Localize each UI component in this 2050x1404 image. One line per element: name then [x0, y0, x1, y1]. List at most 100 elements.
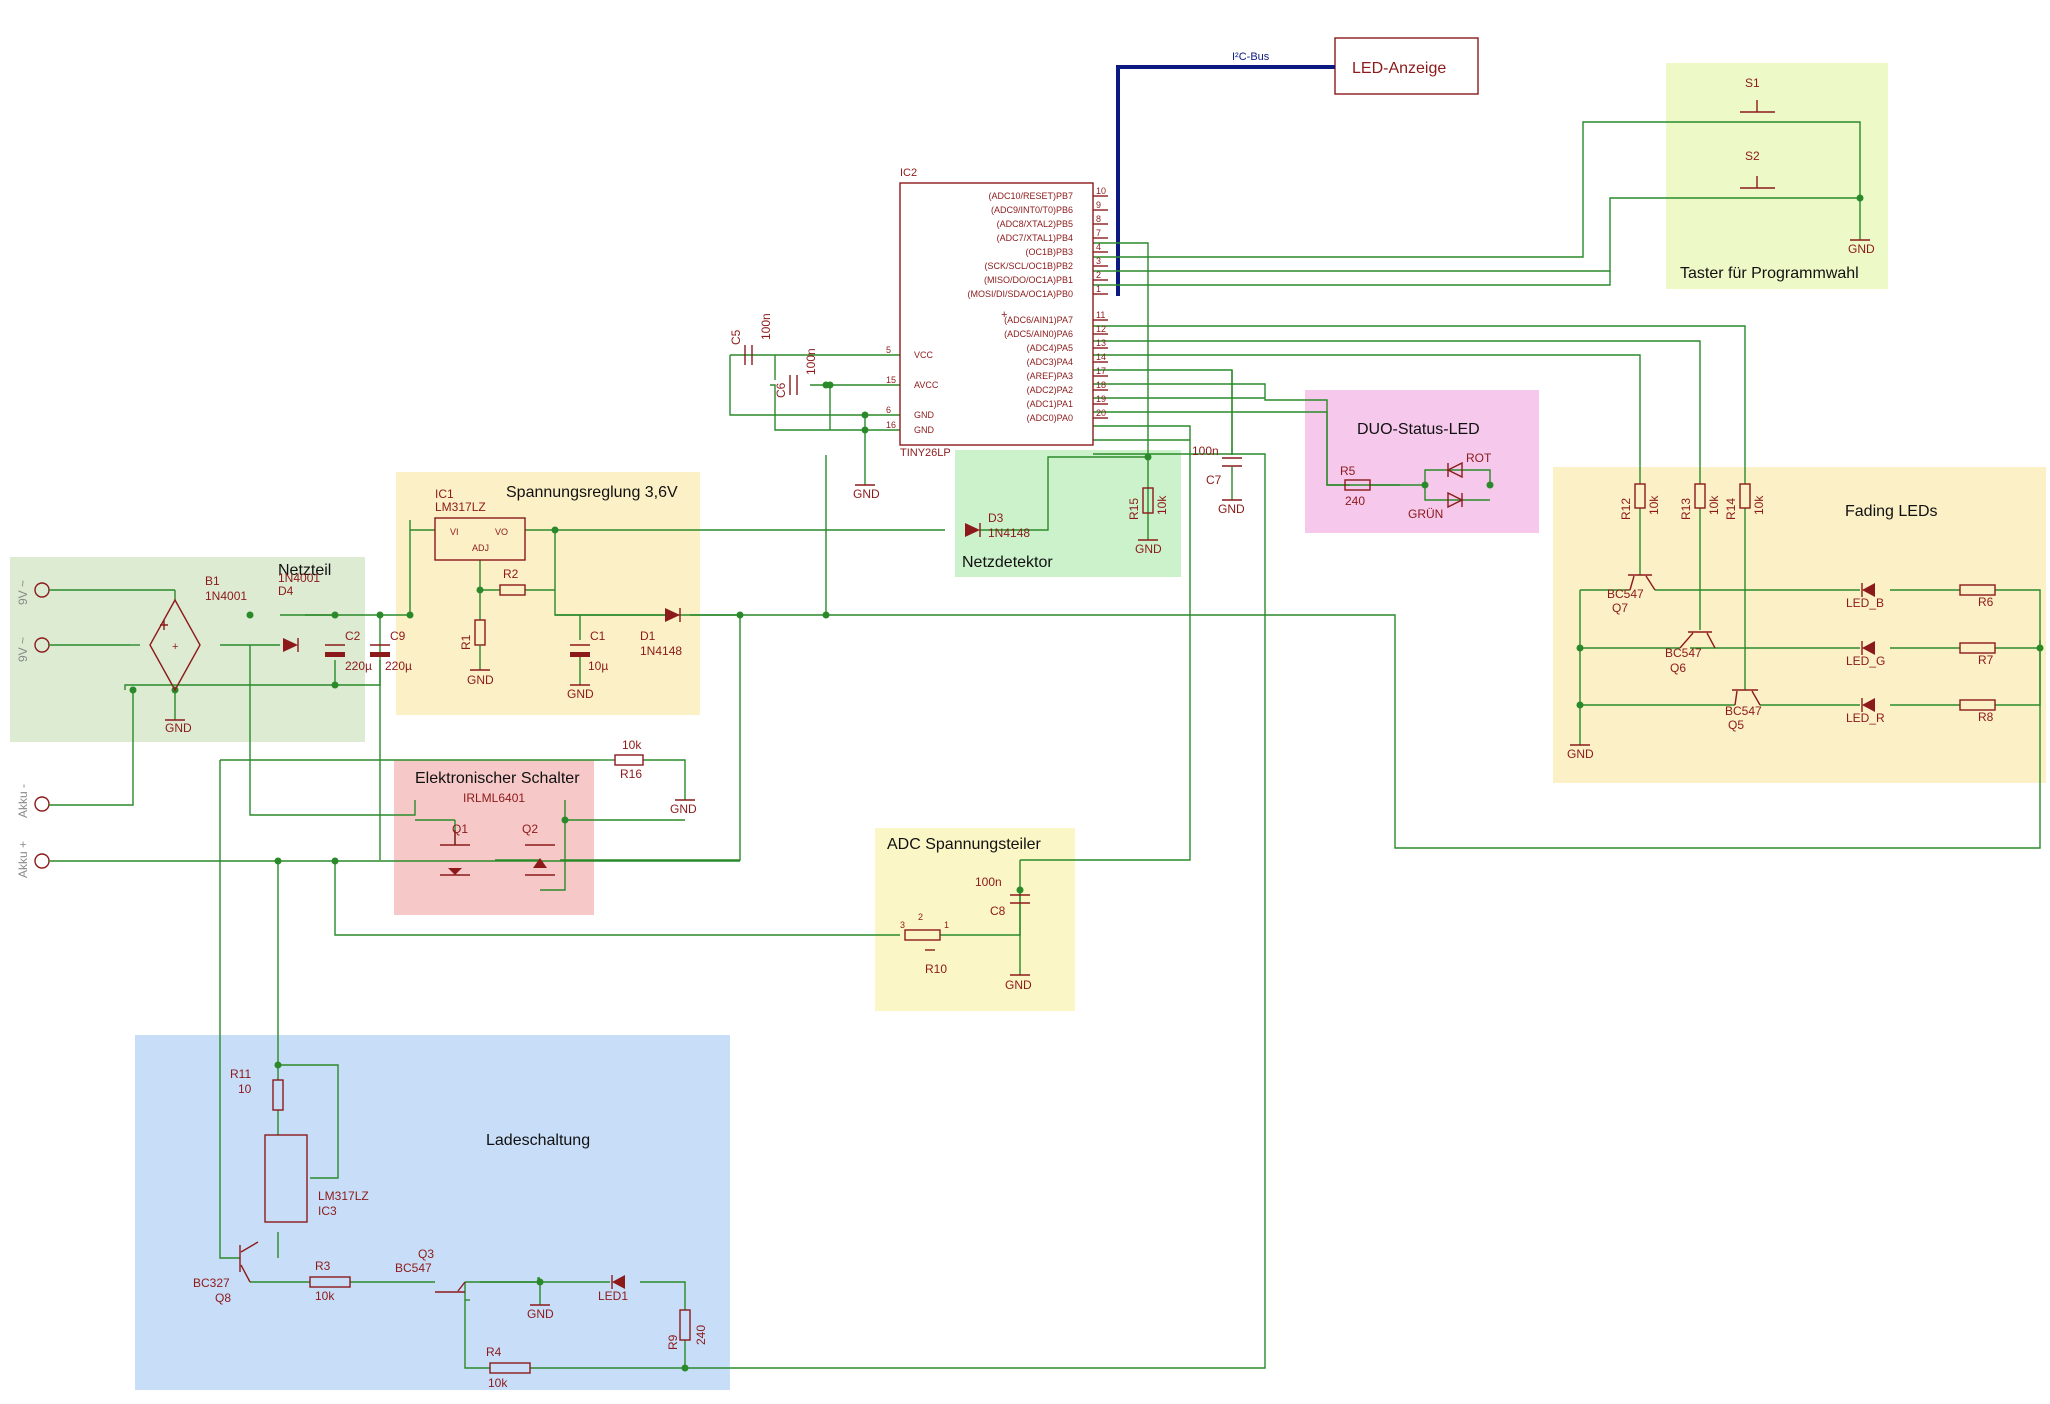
ic3-label: IC3 [318, 1204, 337, 1218]
ic2-pin-label: (ADC5/AIN0)PA6 [1004, 329, 1073, 339]
transistor-q8: BC327 Q8 [193, 1241, 259, 1305]
resistor-r5: R5 240 [1340, 464, 1371, 508]
r12-value: 10k [1647, 495, 1661, 515]
d1-label: D1 [640, 629, 656, 643]
capacitor-c2: C2 220µ [325, 629, 372, 673]
ic2-pin-label: VCC [914, 350, 934, 360]
r11-value: 10 [238, 1082, 252, 1096]
svg-text:1: 1 [944, 920, 949, 930]
ic2-pin-label: (ADC6/AIN1)PA7 [1004, 315, 1073, 325]
spannungsregelung-block [396, 472, 700, 715]
c2-label: C2 [345, 629, 361, 643]
ic2-pin-number: 13 [1096, 338, 1106, 348]
transistor-q3: BC547 Q3 [395, 1247, 466, 1293]
resistor-r7: R7 [1959, 642, 1996, 667]
irlml-label: IRLML6401 [463, 791, 525, 805]
c7-value: 100n [1192, 444, 1219, 458]
q8-label: Q8 [215, 1291, 231, 1305]
gnd-label: GND [1567, 747, 1594, 761]
d1-value: 1N4148 [640, 644, 682, 658]
rot-label: ROT [1466, 451, 1492, 465]
d4-label: D4 [278, 584, 294, 598]
potentiometer-r10: 3 2 1 R10 [900, 912, 949, 976]
gnd-fading: GND [1567, 744, 1594, 761]
mosfet-q1: Q1 [440, 822, 470, 876]
ic2-pin-number: 4 [1096, 242, 1101, 252]
ic2-pin-label: (ADC9/INT0/T0)PB6 [991, 205, 1073, 215]
ic2-pin-number: 7 [1096, 228, 1101, 238]
r11-label: R11 [230, 1067, 251, 1081]
gnd-label: GND [467, 673, 494, 687]
d3-value: 1N4148 [988, 526, 1030, 540]
c2-value: 220µ [345, 659, 372, 673]
gnd-ic2: GND [853, 484, 880, 501]
ic2-pin-number: 14 [1096, 352, 1106, 362]
b1-value: 1N4001 [205, 589, 247, 603]
r5-label: R5 [1340, 464, 1356, 478]
ic2-pin-number: 1 [1096, 284, 1101, 294]
ic2-pin-label: (MOSI/DI/SDA/OC1A)PB0 [967, 289, 1073, 299]
resistor-r14: R14 10k [1724, 483, 1766, 520]
s1-label: S1 [1745, 76, 1760, 90]
resistor-r9: R9 240 [666, 1309, 708, 1350]
c9-label: C9 [390, 629, 406, 643]
r16-label: R16 [620, 767, 642, 781]
c5-value: 100n [759, 313, 773, 340]
s2-label: S2 [1745, 149, 1760, 163]
q6-label: Q6 [1670, 661, 1686, 675]
svg-text:+: + [172, 641, 178, 653]
c9-value: 220µ [385, 659, 412, 673]
d4-value: 1N4001 [278, 571, 320, 585]
capacitor-c6: C6 100n [774, 348, 818, 398]
resistor-r15: R15 10k GND [1127, 487, 1169, 556]
q5-type: BC547 [1725, 704, 1762, 718]
resistor-r12: R12 10k [1619, 483, 1661, 520]
r12-label: R12 [1619, 498, 1633, 520]
r10-label: R10 [925, 962, 947, 976]
ic2-pin-label: GND [914, 410, 935, 420]
q8-value: BC327 [193, 1276, 230, 1290]
d3-label: D3 [988, 511, 1004, 525]
r9-value: 240 [694, 1325, 708, 1345]
ic1-adj: ADJ [472, 543, 489, 553]
r1-label: R1 [459, 634, 473, 650]
netzteil-title: Netzteil [278, 562, 331, 579]
r7-label: R7 [1978, 653, 1994, 667]
duo-block [1305, 390, 1539, 533]
svg-text:+: + [1001, 309, 1007, 321]
ic2-pin-label: (ADC2)PA2 [1027, 385, 1073, 395]
led-anzeige-label: LED-Anzeige [1352, 60, 1446, 77]
gnd-label: GND [1218, 502, 1245, 516]
ic2-pin-number: 2 [1096, 270, 1101, 280]
ic1-vo: VO [495, 527, 508, 537]
q7-label: Q7 [1612, 601, 1628, 615]
ic1-vi: VI [450, 527, 459, 537]
capacitor-c5: C5 100n [729, 313, 773, 365]
r13-label: R13 [1679, 498, 1693, 520]
capacitor-c7: 100n C7 GND [1192, 370, 1245, 516]
spannungsregelung-title: Spannungsreglung 3,6V [506, 484, 678, 501]
resistor-r1: R1 GND [459, 619, 494, 687]
q6-type: BC547 [1665, 646, 1702, 660]
diode-d3: D3 1N4148 [965, 511, 1030, 540]
ic1-label: IC1 [435, 487, 454, 501]
akku-plus-label: Akku + [16, 841, 30, 878]
ic2-pin-label: (ADC7/XTAL1)PB4 [997, 233, 1073, 243]
q5-label: Q5 [1728, 718, 1744, 732]
regulator-ic1: IC1 LM317LZ VI VO ADJ [434, 487, 526, 561]
ic2-pin-label: (ADC3)PA4 [1027, 357, 1073, 367]
diode-d1: D1 1N4148 [640, 608, 682, 658]
resistor-r4: R4 10k [486, 1345, 531, 1390]
ic2-pin-label: (ADC0)PA0 [1027, 413, 1073, 423]
taster-block [1666, 63, 1888, 289]
ic2-pin-label: (MISO/DO/OC1A)PB1 [984, 275, 1073, 285]
r8-label: R8 [1978, 710, 1994, 724]
resistor-r6: R6 [1959, 584, 1996, 609]
r5-value: 240 [1345, 494, 1365, 508]
ic2-pin-label: (ADC10/RESET)PB7 [988, 191, 1073, 201]
ic2-pin-number: 12 [1096, 324, 1106, 334]
ac1-label: 9V ~ [16, 580, 30, 605]
ac2-label: 9V ~ [16, 637, 30, 662]
netzteil-block [10, 557, 365, 742]
r14-value: 10k [1752, 495, 1766, 515]
